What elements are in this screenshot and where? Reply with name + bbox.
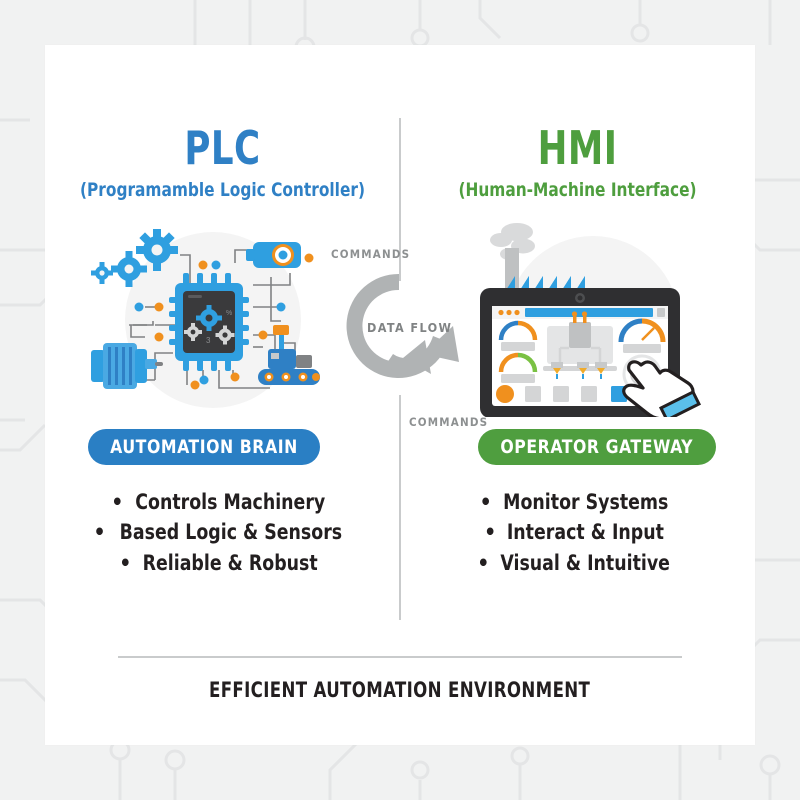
plc-heading-group: PLC (Programamble Logic Controller) <box>45 125 400 200</box>
hmi-bullet-list: •Monitor Systems •Interact & Input •Visu… <box>400 487 755 578</box>
list-item: • Controls Machinery <box>45 487 400 517</box>
hmi-touch-panel-illustration <box>480 223 702 417</box>
gear-cluster <box>91 229 178 287</box>
hand-cursor-icon <box>622 360 702 417</box>
list-item-label: Controls Machinery <box>135 490 326 514</box>
list-item: • Monitor Systems <box>400 487 755 517</box>
list-item: • Based Logic & Sensors <box>45 517 400 547</box>
gauge-right <box>618 318 666 353</box>
hmi-title: HMI <box>537 121 618 175</box>
bullet-marker: • <box>479 490 492 514</box>
list-item-label: Interact & Input <box>507 520 665 545</box>
list-item: • Interact & Input <box>400 517 755 547</box>
conveyor-robot <box>258 325 320 385</box>
plc-badge: AUTOMATION BRAIN <box>88 429 320 465</box>
bullet-marker: • <box>484 520 497 545</box>
data-flow-label: DATA FLOW <box>367 320 453 335</box>
bullet-marker: • <box>119 550 132 575</box>
footer-caption: EFFICIENT AUTOMATION ENVIRONMENT <box>0 678 800 702</box>
gauge-left-top <box>498 320 538 351</box>
footer-caption-text: EFFICIENT AUTOMATION ENVIRONMENT <box>209 678 591 702</box>
hmi-badge-label: OPERATOR GATEWAY <box>500 436 694 458</box>
bullet-marker: • <box>477 550 490 575</box>
plc-subtitle: (Programamble Logic Controller) <box>79 179 366 201</box>
plc-badge-label: AUTOMATION BRAIN <box>110 436 298 458</box>
svg-text:3: 3 <box>206 336 211 345</box>
list-item-label: Monitor Systems <box>502 490 669 514</box>
list-item-label: Reliable & Robust <box>143 550 319 575</box>
machine-schematic <box>543 311 617 379</box>
list-item: • Visual & Intuitive <box>400 548 755 578</box>
column-divider-bottom <box>399 395 401 620</box>
panel-buttons <box>496 385 627 403</box>
smokestack <box>505 248 519 290</box>
column-divider-top <box>399 118 401 281</box>
commands-label-top: COMMANDS <box>331 247 411 261</box>
footer-divider <box>118 656 682 658</box>
motor-device <box>91 343 163 389</box>
plc-chip-automation-illustration: % 3 <box>91 229 320 408</box>
gauge-left-bottom <box>498 352 538 383</box>
data-flow-cycle-arrow <box>346 273 459 378</box>
plc-chip: % 3 <box>169 273 249 371</box>
hmi-heading-group: HMI (Human-Machine Interface) <box>400 125 755 200</box>
svg-text:%: % <box>226 310 232 317</box>
bullet-marker: • <box>93 520 106 545</box>
hmi-badge: OPERATOR GATEWAY <box>478 429 716 465</box>
commands-label-bottom: COMMANDS <box>409 415 489 429</box>
sensor-device <box>246 242 301 268</box>
list-item-label: Visual & Intuitive <box>500 550 671 575</box>
list-item-label: Based Logic & Sensors <box>119 520 342 545</box>
list-item: • Reliable & Robust <box>45 548 400 578</box>
bullet-marker: • <box>111 490 124 514</box>
hmi-subtitle: (Human-Machine Interface) <box>458 179 697 201</box>
plc-title: PLC <box>184 121 261 175</box>
plc-bullet-list: • Controls Machinery • Based Logic & Senso… <box>45 487 400 578</box>
